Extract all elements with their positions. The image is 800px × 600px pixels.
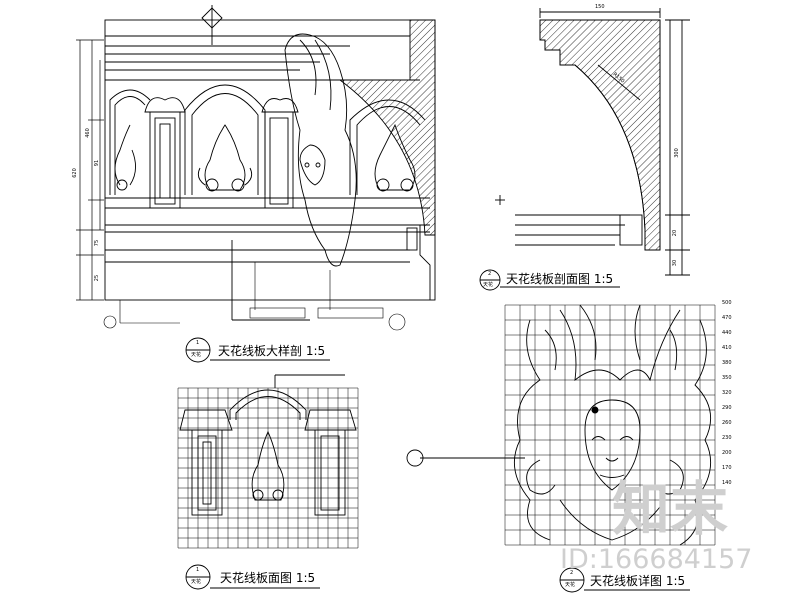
left-dimension-lines [76, 39, 104, 301]
section-drawing [479, 8, 690, 291]
watermark-id: ID:166684157 [560, 544, 753, 575]
grid-label: 470 [722, 315, 732, 321]
grid-label: 320 [722, 390, 732, 396]
dim-left-bottom: 25 [94, 274, 101, 282]
layout-grid-ornament [179, 374, 357, 516]
grid-label: 170 [722, 465, 732, 471]
grid-label: 440 [722, 330, 732, 336]
main-title-tag [185, 337, 330, 363]
layout-grid [177, 387, 359, 549]
mask-ornament [406, 304, 712, 546]
main-elevation-tag-bottom: 天花 [191, 352, 202, 358]
layout-grid-title-tag [185, 564, 320, 590]
section-tag-top: 2 [488, 271, 492, 277]
main-elevation-tag-top: 1 [196, 340, 200, 346]
grid-label: 410 [722, 345, 732, 351]
mask-detail-tag-top: 2 [570, 570, 574, 576]
main-elevation-title: 天花线板大样剖 1:5 [218, 344, 326, 358]
mask-detail-title: 天花线板详图 1:5 [590, 574, 686, 588]
grid-label: 200 [722, 450, 732, 456]
dim-left-total: 620 [71, 168, 78, 178]
section-tag-bottom: 天花 [483, 282, 494, 288]
section-title: 天花线板剖面图 1:5 [506, 272, 614, 286]
layout-grid-tag-bottom: 天花 [191, 579, 202, 585]
grid-label: 500 [722, 300, 732, 306]
grid-label: 380 [722, 360, 732, 366]
main-leaders [103, 262, 406, 331]
grid-label: 230 [722, 435, 732, 441]
dim-section-top: 150 [595, 4, 605, 10]
watermark-logo: 知末 [612, 475, 729, 543]
dim-left-small: 75 [94, 239, 101, 247]
dim-section-v3: 30 [672, 259, 679, 267]
grid-label: 140 [722, 480, 732, 486]
dim-left-top: 460 [84, 128, 91, 138]
main-elevation-drawing [104, 5, 436, 321]
grid-label: 290 [722, 405, 732, 411]
layout-grid-title: 天花线板面图 1:5 [220, 571, 316, 585]
mask-detail-tag-bottom: 天花 [565, 582, 576, 588]
dim-section-v1: 300 [673, 148, 680, 158]
layout-grid-tag-top: 1 [196, 567, 200, 573]
dim-section-v2: 20 [672, 229, 679, 237]
grid-label: 350 [722, 375, 732, 381]
mask-title-tag [559, 567, 690, 593]
dim-left-mid: 91 [94, 159, 101, 167]
grid-label: 260 [722, 420, 732, 426]
